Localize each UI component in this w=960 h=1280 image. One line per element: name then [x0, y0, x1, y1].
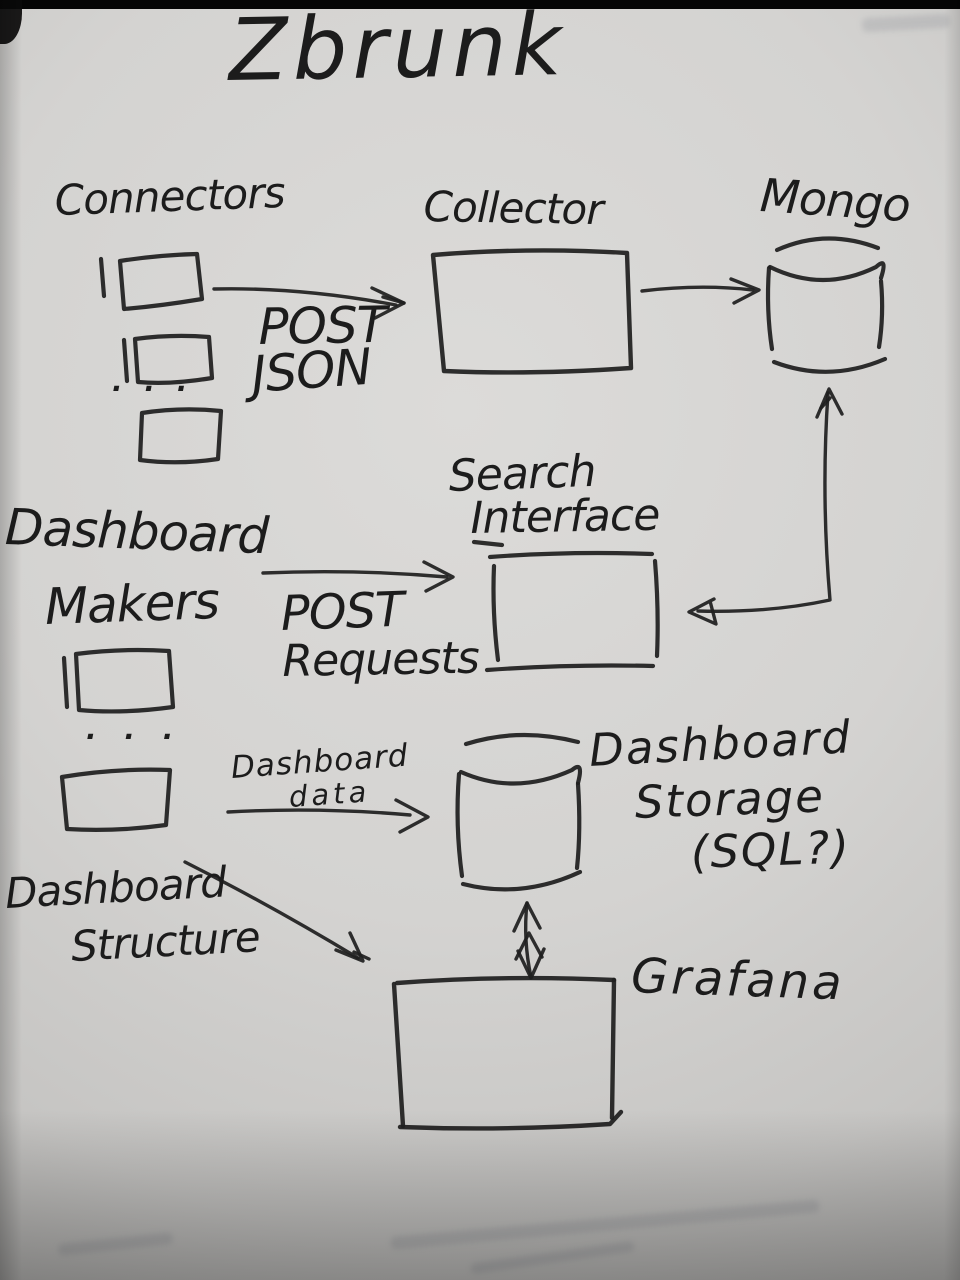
- post-json-arrowhead-overdraw: [381, 295, 406, 305]
- grafana-box-left: [391, 981, 406, 1129]
- post-requests-label-line1: POST: [279, 581, 405, 642]
- mongo-label: Mongo: [758, 168, 912, 233]
- collector-box: [430, 248, 634, 375]
- dashboard-storage-label-line3: (SQL?): [689, 820, 852, 879]
- mongo-bottom-arc: [771, 356, 888, 374]
- connector-box-2: [132, 333, 215, 385]
- search-box-left: [491, 563, 501, 663]
- connector-boxes: [98, 251, 224, 465]
- post-json-label-line2: JSON: [249, 337, 373, 404]
- dashboard-data-arrow: [226, 798, 430, 834]
- interface-underline: [471, 539, 505, 548]
- dashboard-data-shaft: [226, 808, 412, 817]
- photo-left-vignette: [0, 0, 22, 1280]
- photo-top-edge: [0, 0, 960, 9]
- mongo-right-side: [876, 278, 885, 350]
- search-left-arrowhead: [687, 597, 718, 626]
- search-interface-box: [471, 539, 660, 673]
- collector-to-mongo-arrow: [640, 277, 761, 305]
- dashboard-storage-label-line2: Storage: [633, 769, 826, 829]
- photo-right-vignette: [944, 0, 960, 1280]
- double-arrow-up-chevron-1: [512, 901, 542, 933]
- structure-arrowhead: [334, 931, 365, 963]
- storage-bottom-arc: [460, 869, 583, 892]
- grafana-box-bottom: [397, 1109, 624, 1131]
- connectors-ellipsis: . . .: [112, 365, 194, 398]
- dashboard-maker-boxes: [59, 647, 176, 832]
- dashboard-structure-label-line2: Structure: [69, 912, 261, 971]
- storage-top-arc: [463, 732, 581, 747]
- search-box-right: [652, 558, 660, 659]
- search-interface-label-line2: Interface: [469, 489, 660, 544]
- connector-box-2-tick: [121, 337, 130, 384]
- post-requests-label-line2: Requests: [281, 632, 480, 687]
- dashboard-data-label-line2: data: [287, 774, 372, 814]
- maker-box-1: [73, 647, 176, 714]
- grafana-box-top: [394, 975, 617, 986]
- search-mongo-elbow: [696, 391, 832, 613]
- post-requests-arrowhead: [422, 560, 455, 593]
- grafana-box: [391, 975, 624, 1131]
- photo-bottom-vignette: [0, 1110, 960, 1280]
- connectors-label: Connectors: [53, 167, 286, 225]
- storage-rim: [458, 764, 583, 786]
- mongo-rim: [767, 261, 886, 282]
- storage-right-side: [574, 781, 582, 871]
- storage-grafana-double-arrow: [512, 901, 546, 980]
- mongo-top-arc: [774, 236, 881, 253]
- maker-box-2: [59, 767, 173, 832]
- mongo-left-side: [765, 265, 775, 352]
- collector-mongo-shaft: [640, 285, 755, 293]
- collector-mongo-arrowhead: [729, 277, 761, 305]
- dashboard-data-arrowhead: [394, 798, 430, 834]
- search-mongo-connector: [687, 387, 844, 626]
- post-json-arrow: [212, 286, 406, 320]
- post-requests-arrow: [261, 560, 455, 593]
- storage-left-side: [455, 771, 465, 879]
- search-box-bottom: [484, 663, 656, 673]
- post-requests-shaft: [261, 569, 449, 579]
- collector-label: Collector: [423, 182, 604, 235]
- dashboard-storage-label-line1: Dashboard: [587, 710, 854, 777]
- connector-box-3: [137, 407, 224, 465]
- search-box-top: [487, 550, 655, 560]
- grafana-box-right: [609, 977, 617, 1121]
- mongo-cylinder: [765, 236, 888, 374]
- dashboard-structure-label-line1: Dashboard: [3, 857, 228, 918]
- dashboard-makers-label-line1: Dashboard: [4, 498, 270, 566]
- storage-cylinder: [455, 732, 583, 892]
- structure-arrowhead-overdraw: [352, 950, 371, 961]
- connector-box-1-tick: [98, 256, 107, 299]
- maker-box-1-tick: [61, 655, 70, 710]
- post-json-arrow-shaft: [212, 287, 398, 307]
- photo-corner-shadow: [0, 0, 22, 44]
- connector-box-1: [117, 251, 205, 312]
- structure-arrow-shaft: [183, 860, 360, 960]
- dashboard-makers-label-line2: Makers: [43, 571, 220, 636]
- double-arrow-up-chevron-2: [514, 931, 544, 961]
- dashboard-makers-ellipsis: . . .: [86, 713, 183, 746]
- dashboard-structure-arrow: [183, 860, 371, 963]
- grafana-label: Grafana: [630, 948, 846, 1012]
- diagram-title: Zbrunk: [227, 0, 568, 101]
